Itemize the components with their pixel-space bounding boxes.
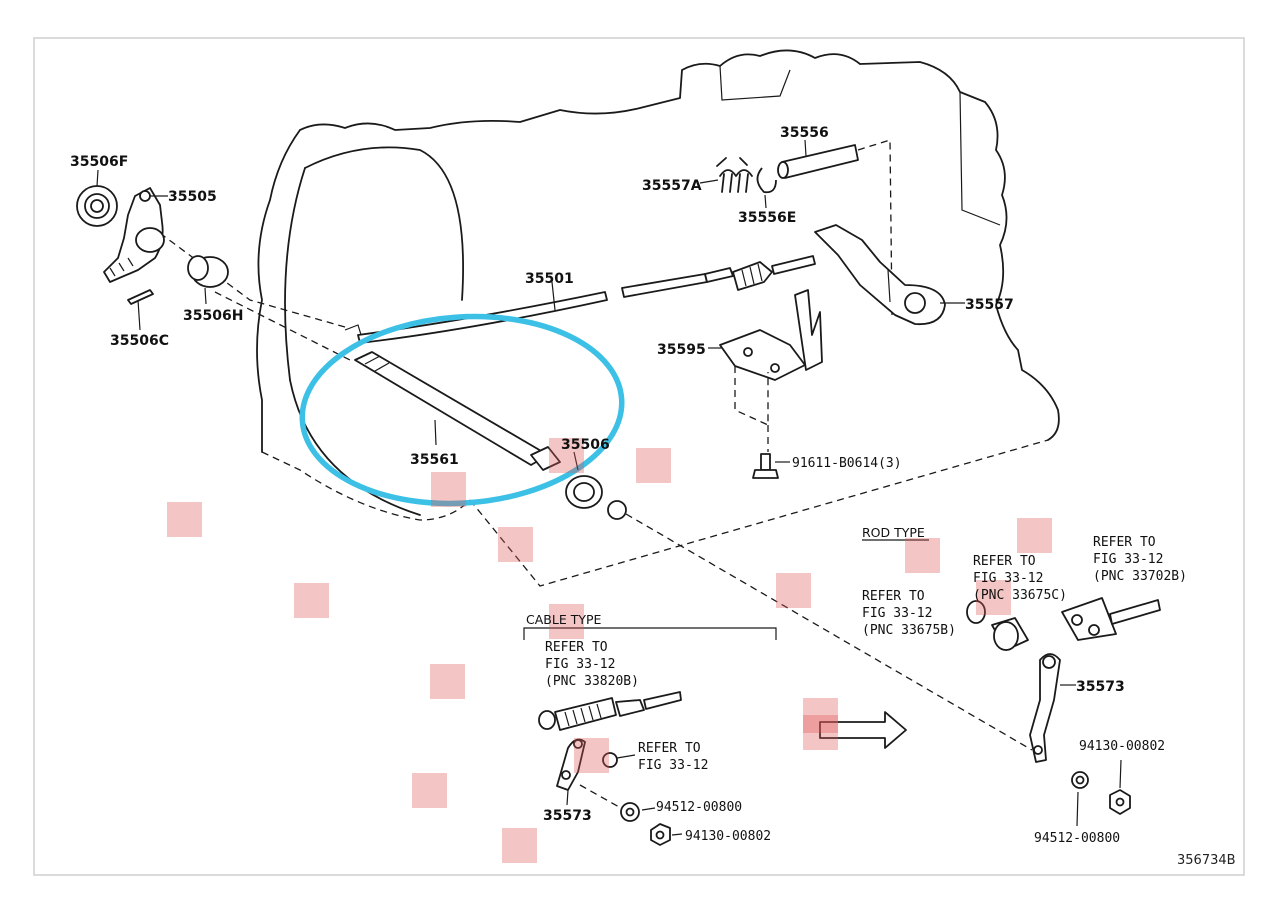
shaft-35561 [344, 324, 561, 471]
ref-rod-702-3: (PNC 33702B) [1093, 569, 1187, 584]
marker [549, 438, 584, 473]
marker [549, 604, 584, 639]
label-35501: 35501 [525, 271, 574, 287]
ref-rod-c-3: (PNC 33675C) [973, 588, 1067, 603]
label-35557: 35557 [965, 297, 1014, 313]
marker [803, 715, 838, 750]
marker [574, 738, 609, 773]
marker [905, 538, 940, 573]
label-35556: 35556 [780, 125, 829, 141]
ref-rod-b-2: FIG 33-12 [862, 606, 932, 621]
label-35506h: 35506H [183, 308, 243, 324]
ref-rod-b-1: REFER TO [862, 589, 925, 604]
lever-35573-cable [556, 738, 586, 791]
nut-94130-rod [1109, 789, 1131, 815]
annotation-markers [167, 438, 1052, 863]
washer-cable [602, 752, 618, 768]
ref-rod-c-1: REFER TO [973, 554, 1036, 569]
figure-code: 356734B [1177, 853, 1236, 868]
marker [1017, 518, 1052, 553]
label-35595: 35595 [657, 342, 706, 358]
ref-rod-702-2: FIG 33-12 [1093, 552, 1163, 567]
label-35557a: 35557A [642, 178, 702, 194]
cylinder-33675b [966, 600, 986, 624]
marker [294, 583, 329, 618]
marker [502, 828, 537, 863]
label-35506f: 35506F [70, 154, 128, 170]
bush-33675c [991, 617, 1029, 651]
nut-94512-rod [1071, 771, 1089, 789]
o-ring [607, 500, 627, 520]
ref-cable-820-1: REFER TO [545, 640, 608, 655]
oil-seal-35506 [565, 475, 603, 509]
clip-35556e [756, 167, 777, 194]
section-cable-type: CABLE TYPE [526, 612, 601, 627]
label-35573-rod: 35573 [1076, 679, 1125, 695]
cable-type-section [523, 627, 777, 846]
transmission-housing [256, 49, 1060, 587]
marker [430, 664, 465, 699]
nut-94512-cable [620, 802, 640, 822]
ref-cable-fig-1: REFER TO [638, 741, 701, 756]
label-35506c: 35506C [110, 333, 169, 349]
label-35506: 35506 [561, 437, 610, 453]
label-35561: 35561 [410, 452, 459, 468]
marker [412, 773, 447, 808]
label-35573-cable: 35573 [543, 808, 592, 824]
highlight-ring [299, 313, 625, 507]
bolt-91611 [752, 453, 779, 479]
ref-rod-702-1: REFER TO [1093, 535, 1156, 550]
marker [976, 580, 1011, 615]
ref-cable-fig-2: FIG 33-12 [638, 758, 708, 773]
detent-lever-35505 [103, 187, 165, 283]
spring-35557a [716, 157, 753, 193]
arrow-pointer [819, 711, 907, 749]
ref-rod-c-2: FIG 33-12 [973, 571, 1043, 586]
ref-cable-820-3: (PNC 33820B) [545, 674, 639, 689]
lever-35557 [814, 224, 946, 326]
label-35505: 35505 [168, 189, 217, 205]
part-labels: 35506F 35505 35506C 35506H 35501 35556 3… [70, 125, 1236, 868]
label-35556e: 35556E [738, 210, 796, 226]
ref-cable-820-2: FIG 33-12 [545, 657, 615, 672]
lever-35573-rod [1029, 653, 1061, 763]
marker [431, 472, 466, 507]
pin-35506c [127, 289, 154, 305]
pin-35556 [777, 144, 859, 179]
cable-33820b [538, 691, 682, 731]
label-94512-cable: 94512-00800 [656, 800, 742, 815]
ref-rod-b-3: (PNC 33675B) [862, 623, 956, 638]
nut-94130-cable [650, 823, 671, 846]
oil-seal-35506f [76, 185, 118, 227]
label-94512-rod: 94512-00800 [1034, 831, 1120, 846]
marker [776, 573, 811, 608]
bracket-35595 [719, 289, 823, 452]
label-94130-cable: 94130-00802 [685, 829, 771, 844]
leader-lines [96, 139, 965, 471]
rod-type-section [862, 539, 1161, 827]
marker [498, 527, 533, 562]
label-94130-rod: 94130-00802 [1079, 739, 1165, 754]
marker [167, 502, 202, 537]
label-91611: 91611-B0614(3) [792, 456, 902, 471]
marker [636, 448, 671, 483]
bushing-35506h [187, 255, 229, 288]
clevis-33702b [1061, 597, 1161, 641]
section-rod-type: ROD TYPE [862, 525, 925, 540]
marker [803, 698, 838, 733]
